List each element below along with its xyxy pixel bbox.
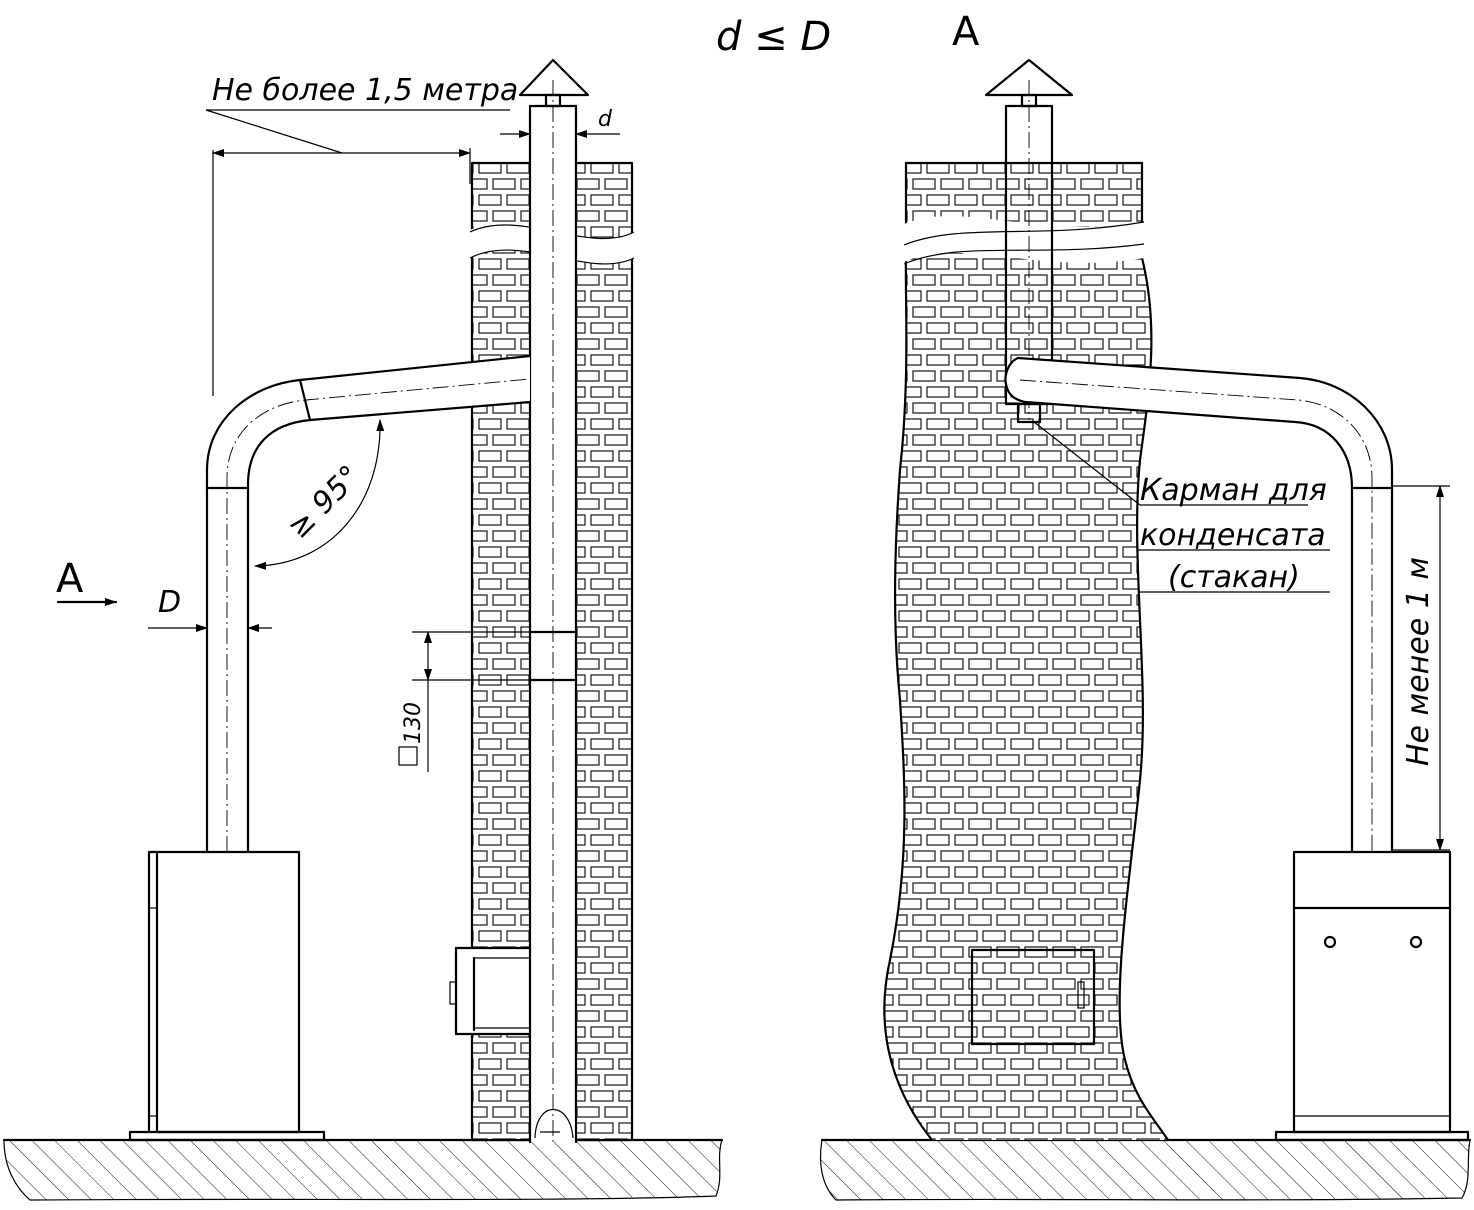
small-d-label: d (598, 107, 613, 132)
big-d-label: D (158, 585, 181, 620)
pocket-label-1: Карман для (1140, 473, 1327, 508)
angle-label: ≥ 95° (281, 459, 368, 546)
chimney-pipe-left (528, 80, 578, 1144)
max-length-label: Не более 1,5 метра (212, 73, 518, 108)
dim-angle (254, 419, 385, 570)
pocket-label-3: (стакан) (1168, 560, 1300, 595)
brick-chimney-right (883, 161, 1170, 1142)
chimney-cap-left (518, 58, 590, 108)
pocket-leader (1033, 421, 1330, 593)
view-a-arrow-label: A (56, 556, 84, 602)
dim-max-length (205, 109, 510, 396)
flue-pipe-right (1004, 356, 1394, 854)
min-height-label: Не менее 1 м (1401, 557, 1436, 766)
ground-right (819, 1138, 1472, 1201)
relation-label: d ≤ D (716, 14, 831, 60)
dim-min-height (1392, 485, 1450, 851)
ground-left (2, 1138, 724, 1201)
pocket-label-2: конденсата (1140, 518, 1326, 553)
dim-section-130 (398, 631, 530, 772)
section-label: 130 (401, 702, 426, 744)
chimney-cap-right (984, 58, 1074, 108)
view-a-title: A (952, 9, 980, 55)
boiler-left (128, 850, 326, 1142)
boiler-right (1274, 850, 1470, 1142)
